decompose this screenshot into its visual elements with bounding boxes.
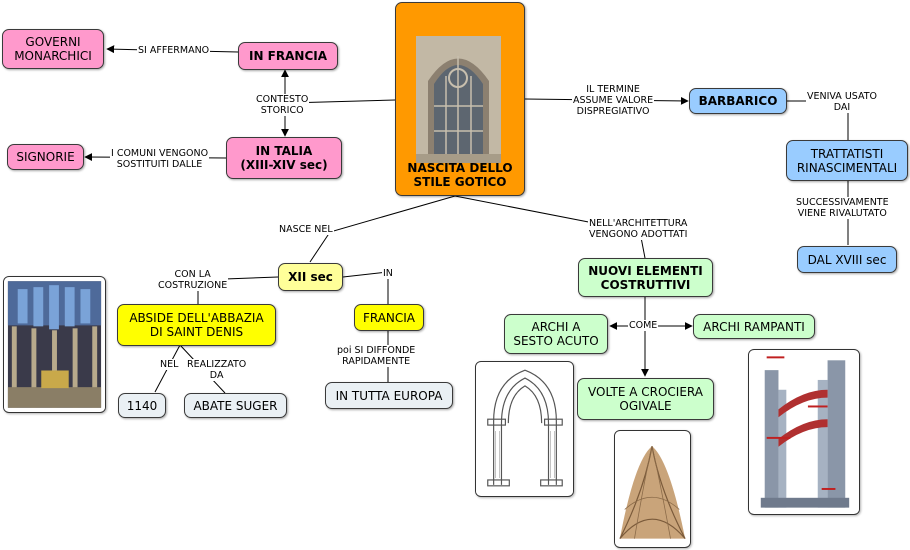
- francia-top-label: IN FRANCIA: [248, 49, 327, 63]
- volte-label: VOLTE A CROCIERA OGIVALE: [588, 385, 703, 413]
- xviii-node[interactable]: DAL XVIII sec: [797, 246, 897, 273]
- signorie-label: SIGNORIE: [16, 150, 75, 164]
- label-nasce-nel: NASCE NEL: [278, 224, 334, 235]
- xii-label: XII sec: [288, 270, 333, 284]
- xviii-label: DAL XVIII sec: [807, 252, 887, 267]
- signorie-node[interactable]: SIGNORIE: [7, 144, 84, 170]
- francia-label: FRANCIA: [362, 310, 416, 325]
- center-node-label: NASCITA DELLO STILE GOTICO: [407, 161, 513, 189]
- nuovi-node[interactable]: NUOVI ELEMENTI COSTRUTTIVI: [578, 258, 713, 297]
- rampanti-node[interactable]: ARCHI RAMPANTI: [693, 314, 815, 339]
- label-termine: IL TERMINE ASSUME VALORE DISPREGIATIVO: [572, 84, 655, 117]
- label-in: IN: [382, 268, 394, 279]
- volte-node[interactable]: VOLTE A CROCIERA OGIVALE: [577, 378, 714, 420]
- saint-denis-interior-image: [3, 276, 106, 413]
- sesto-node[interactable]: ARCHI A SESTO ACUTO: [504, 314, 608, 354]
- sesto-label: ARCHI A SESTO ACUTO: [513, 320, 599, 348]
- xii-node[interactable]: XII sec: [278, 263, 343, 291]
- pointed-arch-image: [475, 361, 574, 497]
- governi-node[interactable]: GOVERNI MONARCHICI: [2, 29, 104, 69]
- label-con-la: CON LA COSTRUZIONE: [157, 269, 229, 291]
- suger-node[interactable]: ABATE SUGER: [184, 393, 287, 418]
- label-architettura: NELL'ARCHITETTURA VENGONO ADOTTATI: [588, 218, 689, 240]
- anno-node[interactable]: 1140: [118, 393, 166, 418]
- barbarico-label: BARBARICO: [698, 94, 778, 108]
- suger-label: ABATE SUGER: [193, 398, 278, 413]
- label-come: COME: [628, 320, 659, 331]
- label-diffonde: poi SI DIFFONDE RAPIDAMENTE: [336, 345, 417, 367]
- rampanti-label: ARCHI RAMPANTI: [703, 319, 805, 334]
- governi-label: GOVERNI MONARCHICI: [14, 35, 92, 63]
- label-veniva: VENIVA USATO DAI: [806, 91, 879, 113]
- nuovi-label: NUOVI ELEMENTI COSTRUTTIVI: [588, 263, 703, 292]
- gothic-window-image: [416, 36, 501, 163]
- label-si-affermano: SI AFFERMANO: [137, 45, 211, 56]
- barbarico-node[interactable]: BARBARICO: [689, 88, 787, 114]
- label-comuni: I COMUNI VENGONO SOSTITUITI DALLE: [110, 148, 210, 170]
- anno-label: 1140: [126, 398, 158, 413]
- trattatisti-label: TRATTATISTI RINASCIMENTALI: [796, 146, 898, 175]
- europa-label: IN TUTTA EUROPA: [335, 388, 443, 403]
- europa-node[interactable]: IN TUTTA EUROPA: [325, 382, 453, 409]
- italia-node[interactable]: IN TALIA (XIII-XIV sec): [226, 137, 342, 179]
- italia-label: IN TALIA (XIII-XIV sec): [240, 144, 328, 172]
- label-successivamente: SUCCESSIVAMENTE VIENE RIVALUTATO: [795, 197, 890, 219]
- label-realizzato: REALIZZATO DA: [186, 359, 248, 381]
- label-nel: NEL: [159, 359, 180, 370]
- francia-node[interactable]: FRANCIA: [354, 304, 424, 331]
- flying-buttress-image: [748, 349, 860, 515]
- trattatisti-node[interactable]: TRATTATISTI RINASCIMENTALI: [786, 140, 908, 181]
- francia-top-node[interactable]: IN FRANCIA: [238, 42, 338, 70]
- rib-vault-image: [614, 430, 691, 548]
- label-contesto: CONTESTO STORICO: [255, 94, 310, 116]
- abside-node[interactable]: ABSIDE DELL'ABBAZIA DI SAINT DENIS: [117, 304, 276, 346]
- abside-label: ABSIDE DELL'ABBAZIA DI SAINT DENIS: [129, 311, 264, 339]
